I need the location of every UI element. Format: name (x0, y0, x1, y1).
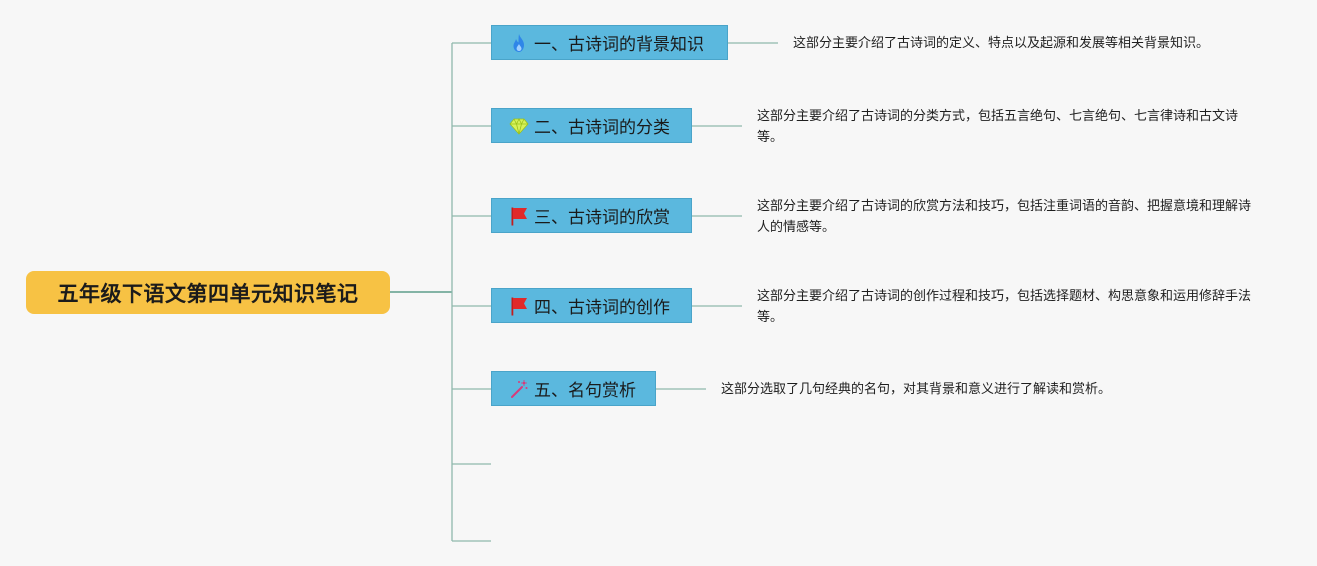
red-flag-icon (508, 295, 530, 317)
topic-5-label: 五、名句赏析 (534, 381, 636, 401)
topic-2[interactable]: 二、古诗词的分类 (491, 108, 692, 143)
topic-5[interactable]: 五、名句赏析 (491, 371, 656, 406)
topic-2-label: 二、古诗词的分类 (534, 118, 670, 138)
topic-4-description: 这部分主要介绍了古诗词的创作过程和技巧，包括选择题材、构思意象和运用修辞手法等。 (757, 289, 1252, 325)
topic-5-description: 这部分选取了几句经典的名句，对其背景和意义进行了解读和赏析。 (721, 382, 1112, 397)
magic-wand-icon (508, 378, 530, 400)
topic-3-label: 三、古诗词的欣赏 (534, 208, 670, 228)
root-title: 五年级下语文第四单元知识笔记 (57, 281, 359, 306)
diamond-icon (508, 115, 530, 137)
topic-1[interactable]: 一、古诗词的背景知识 (491, 25, 728, 60)
topic-4[interactable]: 四、古诗词的创作 (491, 288, 692, 323)
topic-3-description: 这部分主要介绍了古诗词的欣赏方法和技巧，包括注重词语的音韵、把握意境和理解诗人的… (757, 199, 1252, 235)
topic-2-description: 这部分主要介绍了古诗词的分类方式，包括五言绝句、七言绝句、七言律诗和古文诗等。 (757, 109, 1239, 145)
topic-3[interactable]: 三、古诗词的欣赏 (491, 198, 692, 233)
red-flag-icon (508, 205, 530, 227)
topic-1-description: 这部分主要介绍了古诗词的定义、特点以及起源和发展等相关背景知识。 (793, 36, 1210, 51)
root-topic[interactable]: 五年级下语文第四单元知识笔记 (26, 271, 390, 314)
topic-1-label: 一、古诗词的背景知识 (534, 35, 704, 55)
topic-4-label: 四、古诗词的创作 (534, 298, 670, 318)
fire-icon (508, 32, 530, 54)
